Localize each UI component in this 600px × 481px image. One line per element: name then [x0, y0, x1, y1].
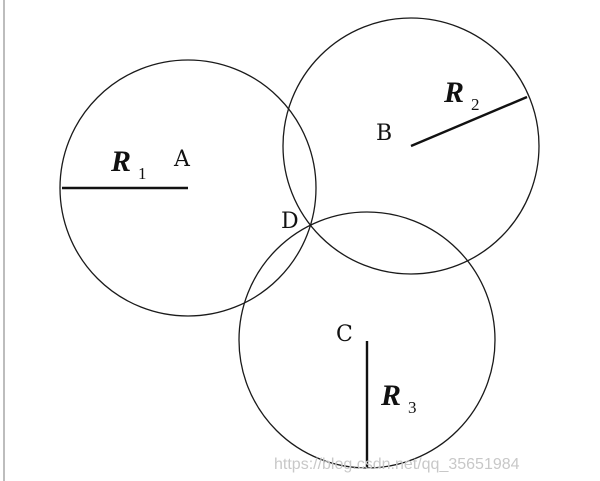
point-label-a: A	[173, 147, 191, 172]
radius-label-r3: R 3	[380, 379, 417, 417]
radius-r3-symbol: R	[380, 379, 401, 412]
radius-r1-symbol: R	[110, 145, 131, 178]
radius-r2-symbol: R	[443, 76, 464, 109]
point-label-b: B	[376, 121, 392, 146]
watermark-text: https://blog.csdn.net/qq_35651984	[274, 456, 520, 473]
point-label-c: C	[336, 322, 353, 347]
left-border	[3, 0, 5, 481]
circle-a	[59, 59, 317, 317]
point-label-d: D	[281, 209, 299, 234]
radius-label-r2: R 2	[443, 76, 480, 114]
radius-r2-line	[410, 95, 528, 148]
circle-b	[282, 17, 540, 275]
radius-r3-subscript: 3	[408, 398, 417, 417]
radius-label-r1: R 1	[110, 145, 147, 183]
radius-r1-subscript: 1	[138, 164, 147, 183]
radius-r2-subscript: 2	[471, 95, 480, 114]
